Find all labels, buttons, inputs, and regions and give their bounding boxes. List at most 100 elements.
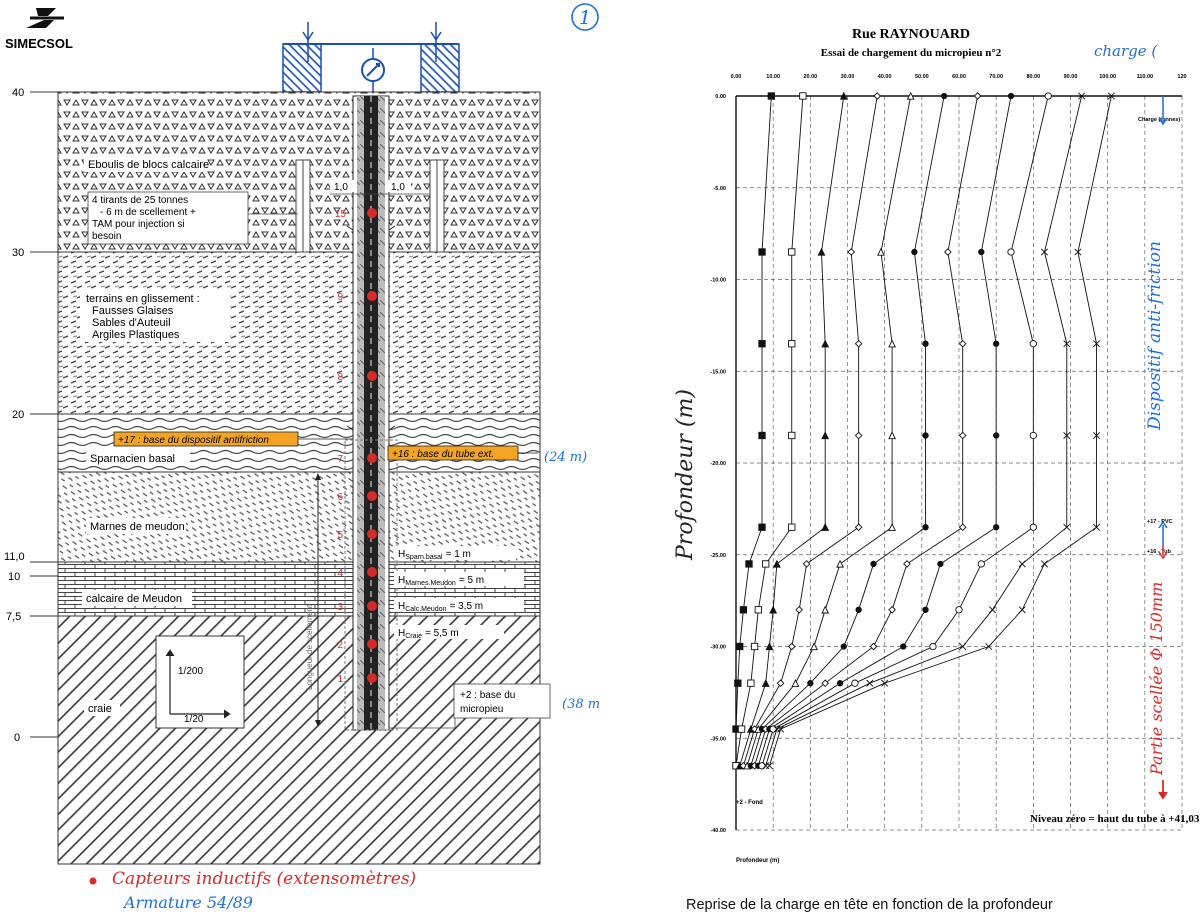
data-point xyxy=(769,725,777,733)
data-point xyxy=(758,431,766,440)
scale-horizontal: 1/20 xyxy=(184,714,204,725)
sensor-number: 1 xyxy=(337,674,343,685)
depth-annotation-38: (38 m) xyxy=(562,697,600,712)
logo-text: SIMECSOL xyxy=(5,36,73,51)
data-point xyxy=(1029,340,1037,348)
data-point xyxy=(1029,523,1037,531)
dimension-label: 1,0 xyxy=(334,182,348,193)
series-line xyxy=(769,95,1112,766)
x-tick-label: 90.00 xyxy=(1064,74,1078,80)
sensor-dot xyxy=(367,453,377,463)
data-point xyxy=(1040,560,1049,568)
data-point xyxy=(1078,92,1086,100)
x-tick-label: 100.00 xyxy=(1099,74,1116,80)
label-marnes: Marnes de meudon xyxy=(90,521,185,533)
x-tick-label: 0.00 xyxy=(731,74,742,80)
sensor-dot xyxy=(367,291,377,301)
data-point xyxy=(810,642,818,651)
series-4 xyxy=(739,92,882,770)
antifriction-annotation: Dispositif anti-friction xyxy=(1145,241,1165,431)
geotechnical-profile: SIMECSOL 1 40 xyxy=(4,3,600,912)
data-point xyxy=(821,339,830,348)
data-point xyxy=(765,762,773,770)
data-point xyxy=(821,523,830,531)
data-point xyxy=(888,431,897,440)
sensor-dot xyxy=(367,491,377,501)
data-point xyxy=(747,679,755,687)
label-glissement-sub: Argiles Plastiques xyxy=(92,329,180,341)
data-point xyxy=(777,725,785,733)
base-line: micropieu xyxy=(460,704,503,715)
label-craie: craie xyxy=(88,703,112,715)
label-glissement: terrains en glissement : xyxy=(86,293,200,305)
data-point xyxy=(922,524,929,531)
data-point xyxy=(1092,340,1101,348)
y-tick-label: -40.00 xyxy=(710,828,726,834)
data-point xyxy=(758,340,766,348)
data-point xyxy=(937,560,944,568)
data-point xyxy=(1040,248,1049,256)
layer-heights: HSparn.basal= 1 m HMarnes.Meudon= 5 m HC… xyxy=(394,546,524,640)
x-tick-label: 110.00 xyxy=(1137,74,1154,80)
x-tick-label: 50.00 xyxy=(915,74,929,80)
x-tick-label: 40.00 xyxy=(878,74,892,80)
blue-arrow-icon xyxy=(1158,520,1168,545)
data-point xyxy=(821,431,830,440)
data-point xyxy=(900,643,907,650)
data-point xyxy=(866,679,874,687)
data-point xyxy=(992,524,1000,531)
data-point xyxy=(1063,340,1071,348)
series-line xyxy=(754,95,979,766)
data-point xyxy=(988,606,996,614)
data-point xyxy=(870,560,877,568)
data-point xyxy=(847,248,856,256)
chart-subtitle: Essai de chargement du micropieu n°2 xyxy=(821,47,1002,59)
y-axis-handwritten-label: Profondeur (m) xyxy=(673,389,698,561)
x-axis-label: Charge (tonnes) xyxy=(1138,117,1180,123)
data-point xyxy=(854,431,863,440)
y-tick-label: -30.00 xyxy=(710,645,726,651)
sensor-number: 2 xyxy=(337,640,343,651)
data-point xyxy=(736,642,744,651)
sensor-dot xyxy=(367,673,377,683)
tag-antifriction: +17 : base du dispositif antifriction xyxy=(118,435,269,446)
level-tags: +17 : base du dispositif antifriction +1… xyxy=(113,431,587,465)
page-number: 1 xyxy=(579,7,591,29)
data-point xyxy=(869,642,878,651)
data-point xyxy=(750,642,759,651)
y-tick-label: -35.00 xyxy=(710,736,726,742)
sensor-dot xyxy=(367,529,377,539)
data-point xyxy=(1063,523,1071,531)
data-point xyxy=(906,91,915,100)
data-point xyxy=(758,523,766,531)
data-point xyxy=(776,679,785,688)
data-point xyxy=(955,606,963,614)
elevation-label: 0 xyxy=(14,732,20,744)
data-point xyxy=(791,678,800,687)
series-5 xyxy=(743,91,915,770)
data-point xyxy=(877,247,885,256)
page-number-circle xyxy=(571,3,599,31)
data-point xyxy=(745,560,753,568)
sensor-dot xyxy=(367,208,377,218)
data-point xyxy=(762,560,770,568)
micropile xyxy=(344,95,398,731)
data-point xyxy=(1018,560,1026,568)
data-point xyxy=(767,92,775,100)
data-point xyxy=(944,248,952,256)
tendons-line: 4 tirants de 25 tonnes xyxy=(92,195,188,206)
x-tick-label: 70.00 xyxy=(989,74,1003,80)
sensor-dot xyxy=(367,639,377,649)
sensor-number: 15 xyxy=(335,209,347,220)
x-tick-label: 60.00 xyxy=(952,74,966,80)
data-point xyxy=(855,606,862,613)
label-calcaire: calcaire de Meudon xyxy=(86,593,182,605)
data-point xyxy=(992,340,1000,347)
data-point xyxy=(978,248,985,256)
legend-armature: Armature 54/89 xyxy=(122,893,253,912)
sensor-number: 9 xyxy=(337,292,343,303)
sensor-number: 8 xyxy=(337,372,343,383)
data-point xyxy=(958,523,967,532)
data-point xyxy=(959,642,967,651)
